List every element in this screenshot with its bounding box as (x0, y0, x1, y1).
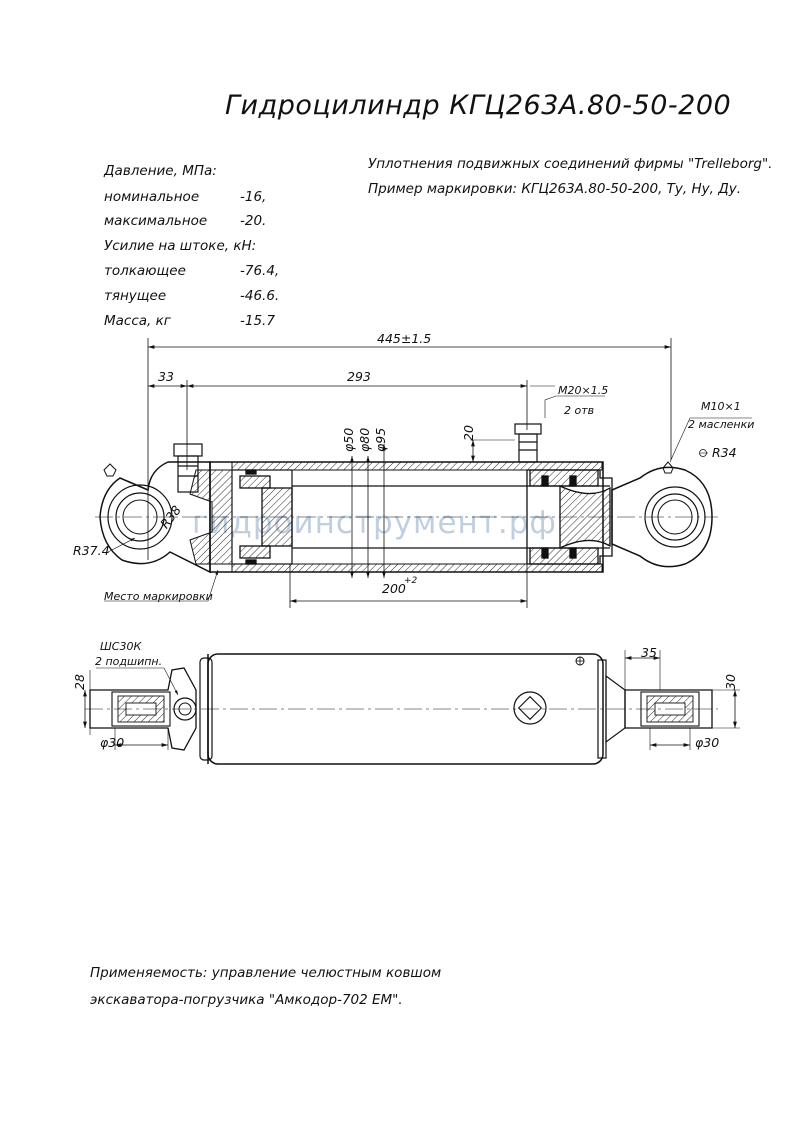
dim-stroke: 200 (382, 581, 406, 596)
port-count-label: 2 отв (564, 404, 595, 417)
marking-example-note: Пример маркировки: КГЦ263А.80-50-200, Ту… (368, 181, 742, 197)
port-thread-label: M20×1.5 (558, 384, 609, 397)
cylinder-section-view (95, 423, 718, 574)
cylinder-side-view (85, 653, 718, 765)
bearing-count-label: 2 подшипн. (95, 655, 163, 668)
dim-33: 33 (158, 369, 174, 384)
watermark: гидроинструмент.рф (192, 505, 557, 541)
mass-label: Масса, кг (104, 313, 171, 329)
application-line-2: экскаватора-погрузчика "Амкодор-702 ЕМ". (90, 992, 403, 1008)
max-pressure-label: максимальное (104, 213, 208, 229)
max-pressure-value: -20. (240, 213, 267, 229)
seals-note: Уплотнения подвижных соединений фирмы "T… (368, 156, 773, 172)
force-heading: Усилие на штоке, кН: (104, 238, 257, 254)
dim-r34: R34 (712, 445, 737, 460)
marking-place-label: Место маркировки (104, 590, 213, 603)
dim-phi30-right: φ30 (695, 735, 720, 750)
dim-overall-lines (147, 338, 672, 560)
push-force-label: толкающее (104, 263, 186, 279)
pressure-heading: Давление, МПа: (104, 163, 217, 179)
mass-value: -15.7 (240, 313, 275, 329)
application-line-1: Применяемость: управление челюстным ковш… (90, 965, 442, 981)
dim-293: 293 (347, 369, 371, 384)
bearing-label: ШС30К (100, 640, 142, 653)
pull-force-label: тянущее (104, 288, 167, 304)
push-force-value: -76.4, (240, 263, 280, 279)
grease-thread-label: M10×1 (701, 400, 741, 413)
dim-r37-4: R37.4 (73, 543, 110, 558)
nominal-pressure-label: номинальное (104, 189, 200, 205)
drawing-title: Гидроцилиндр КГЦ263А.80-50-200 (225, 90, 732, 121)
pull-force-value: -46.6. (240, 288, 280, 304)
dim-overall-length: 445±1.5 (377, 331, 432, 346)
dim-stroke-tolerance: +2 (404, 576, 418, 586)
nominal-pressure-value: -16, (240, 189, 267, 205)
grease-count-label: 2 масленки (688, 418, 755, 431)
